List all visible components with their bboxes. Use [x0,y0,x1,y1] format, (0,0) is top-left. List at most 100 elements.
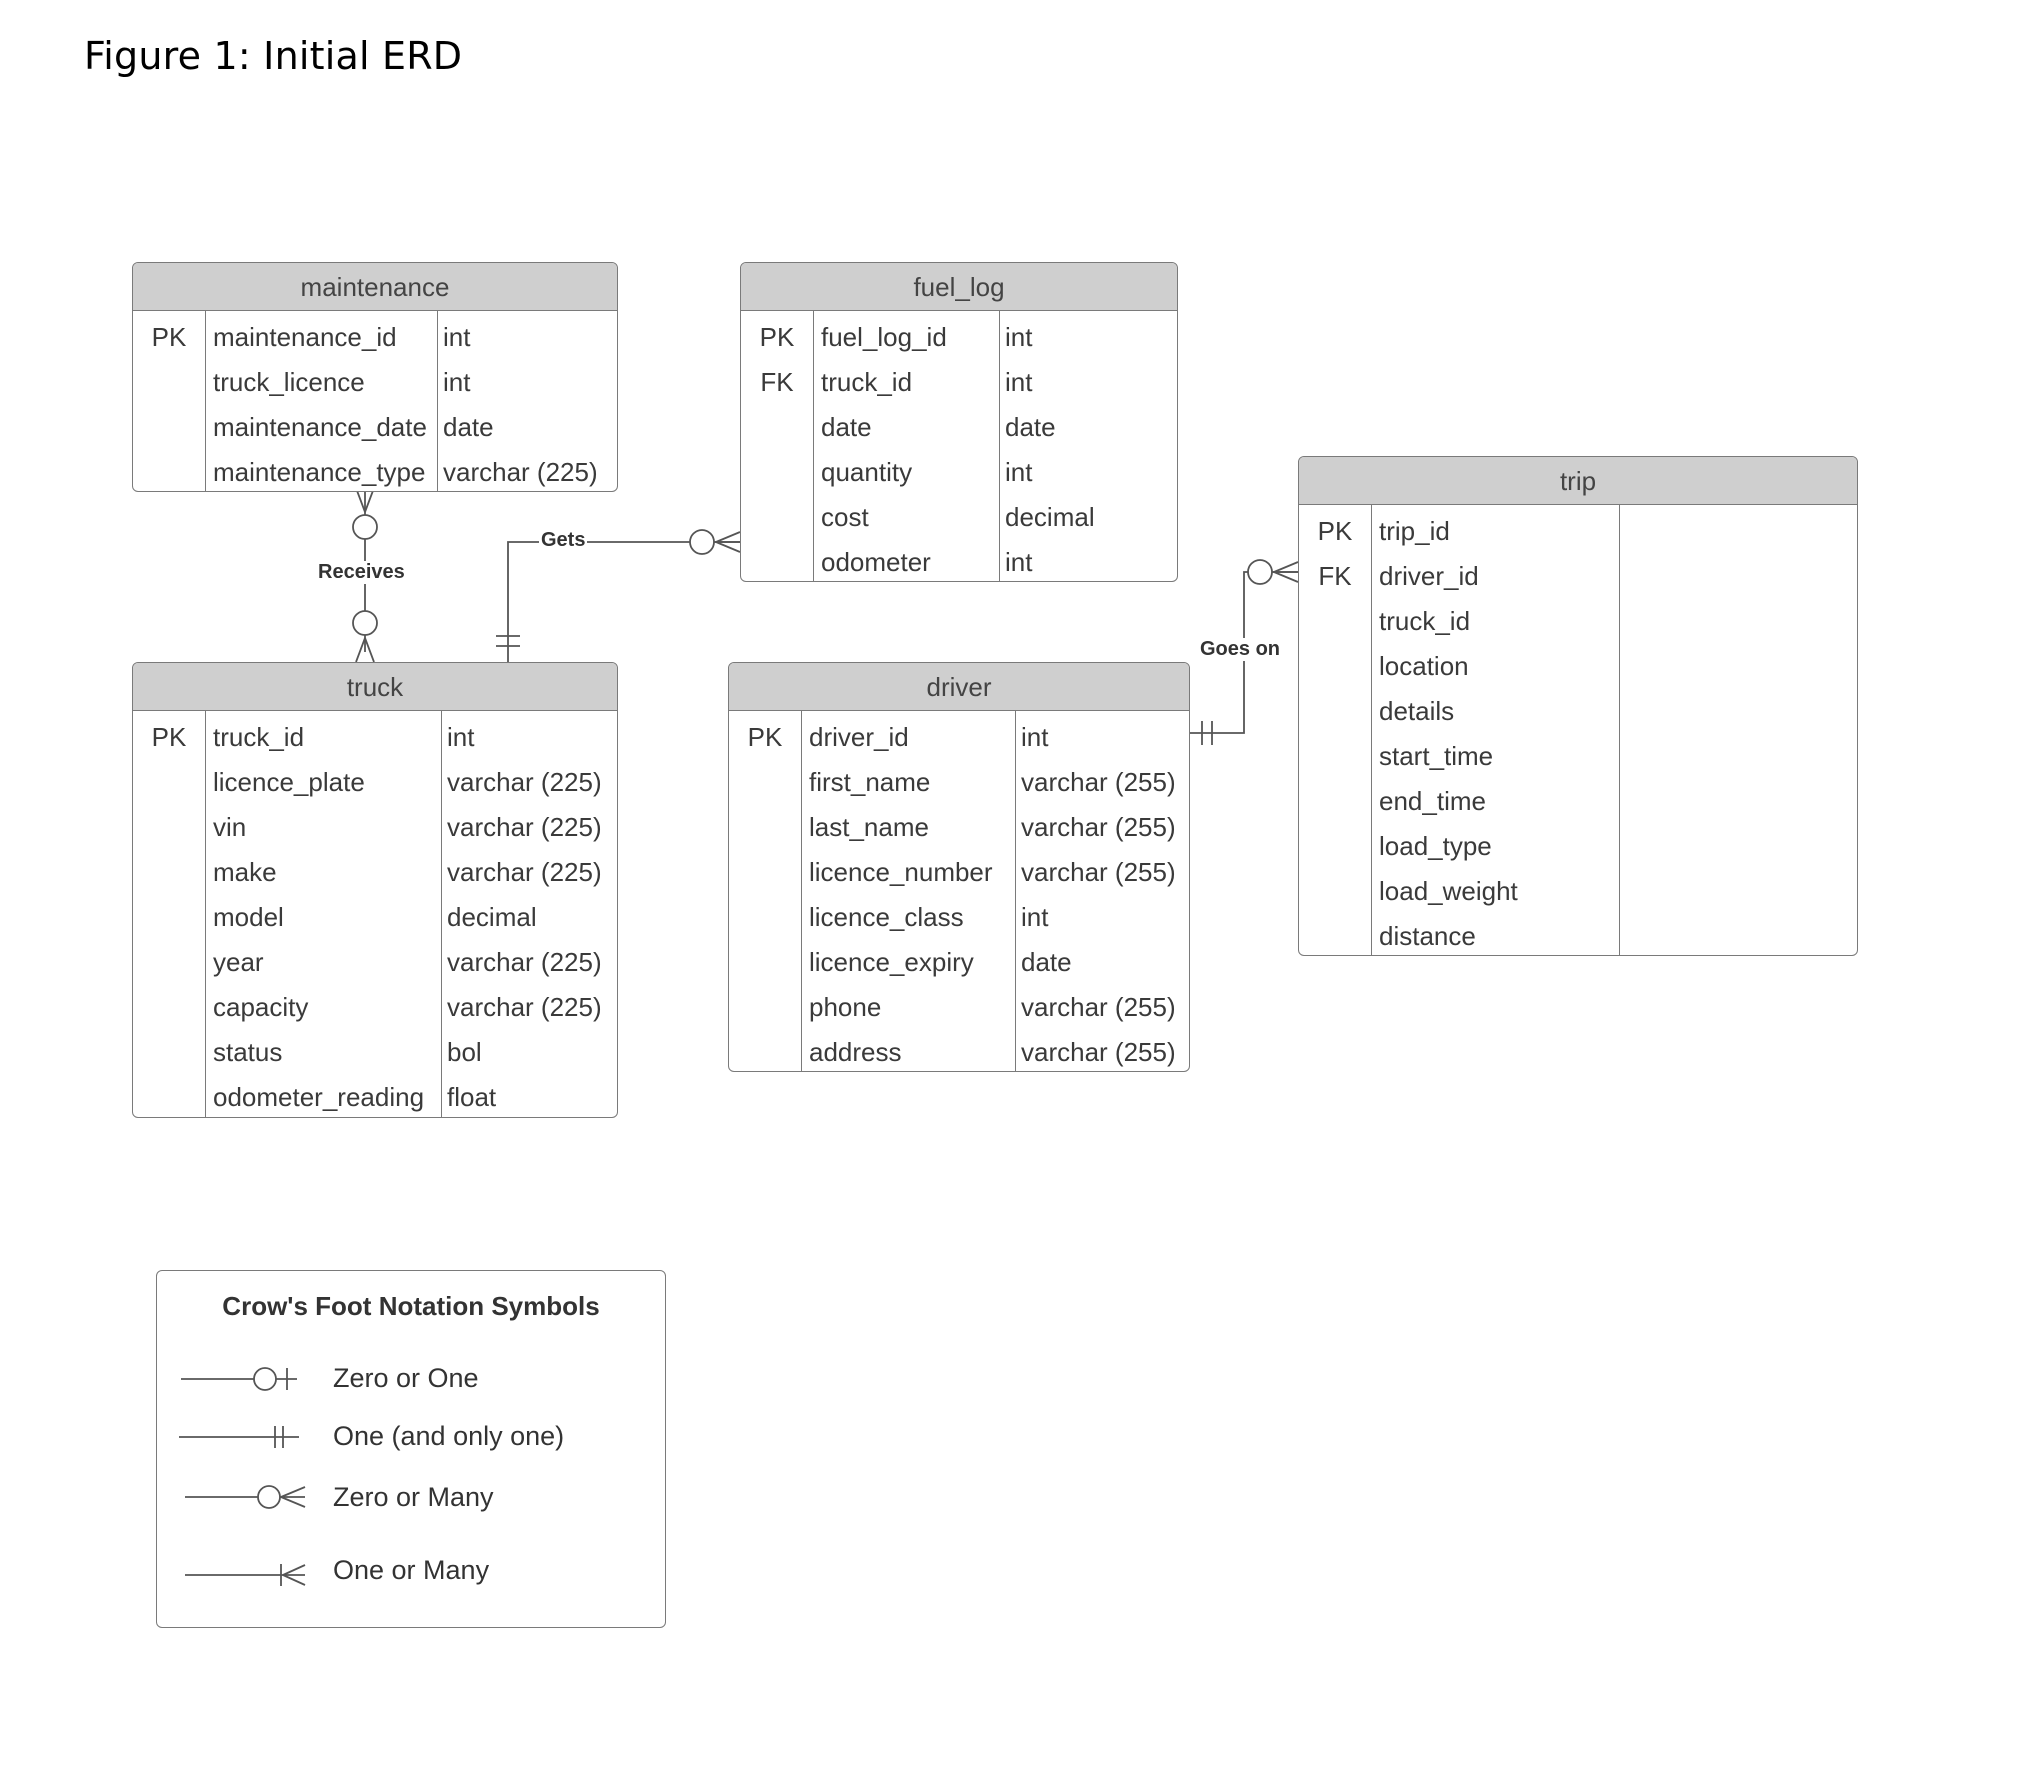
attribute-type: int [1005,457,1033,487]
legend-item-zero-or-many: Zero or Many [333,1482,494,1512]
zero-or-one-icon [181,1367,297,1391]
attribute-row: location [1299,644,1857,689]
attribute-row: phone varchar (255) [729,985,1189,1030]
attribute-type: int [1021,902,1049,932]
attribute-type: varchar (255) [1021,857,1176,887]
key-label [741,495,813,540]
attribute-name: cost [821,502,869,532]
attribute-row: PK fuel_log_id int [741,315,1177,360]
attribute-name: load_weight [1379,876,1518,906]
attribute-row: year varchar (225) [133,940,617,985]
attribute-name: driver_id [1379,561,1479,591]
key-label [133,940,205,985]
entity-fuel-log[interactable]: fuel_log PK fuel_log_id int FK truck_id … [740,262,1178,582]
key-label: PK [151,722,187,752]
attribute-row: PK trip_id [1299,509,1857,554]
attribute-row: end_time [1299,779,1857,824]
attribute-name: maintenance_type [213,457,426,487]
key-label [1299,779,1371,824]
attribute-row: truck_id [1299,599,1857,644]
key-label [729,1030,801,1071]
attribute-type: varchar (225) [447,767,602,797]
key-label [133,760,205,805]
attribute-name: truck_licence [213,367,365,397]
attribute-row: date date [741,405,1177,450]
attribute-name: fuel_log_id [821,322,947,352]
key-label [1299,734,1371,779]
attribute-row: quantity int [741,450,1177,495]
attribute-row: address varchar (255) [729,1030,1189,1071]
attribute-type [1619,779,1857,824]
entity-trip[interactable]: trip PK trip_id FK driver_id truck_id lo… [1298,456,1858,956]
attribute-type [1619,734,1857,779]
entity-truck[interactable]: truck PK truck_id int licence_plate varc… [132,662,618,1118]
attribute-row: maintenance_date date [133,405,617,450]
attribute-row: vin varchar (225) [133,805,617,850]
entity-maintenance[interactable]: maintenance PK maintenance_id int truck_… [132,262,618,492]
key-label [133,895,205,940]
key-label [133,1030,205,1075]
attribute-name: trip_id [1379,516,1450,546]
key-label [1299,599,1371,644]
attribute-row: PK maintenance_id int [133,315,617,360]
entity-title: trip [1299,457,1857,505]
attribute-name: maintenance_date [213,412,427,442]
attribute-name: driver_id [809,722,909,752]
attribute-name: licence_number [809,857,993,887]
attribute-name: start_time [1379,741,1494,771]
attribute-row: distance [1299,914,1857,955]
legend-title: Crow's Foot Notation Symbols [222,1291,600,1321]
key-label [729,760,801,805]
attribute-type: varchar (225) [447,947,602,977]
attribute-type [1619,824,1857,869]
attribute-type: date [1005,412,1056,442]
key-label [1299,824,1371,869]
attribute-type: int [1005,367,1033,397]
attribute-name: licence_class [809,902,964,932]
relationship-label-receives: Receives [316,561,407,584]
zero-or-many-icon [185,1485,306,1509]
one-and-only-one-icon [179,1426,299,1448]
receives-connector [352,487,378,663]
attribute-type: int [443,367,471,397]
attribute-row: PK driver_id int [729,715,1189,760]
key-label [1299,914,1371,955]
attribute-row: cost decimal [741,495,1177,540]
attribute-type: varchar (225) [447,992,602,1022]
attribute-type: varchar (225) [443,457,598,487]
attribute-type: int [1021,722,1049,752]
attribute-type [1619,689,1857,734]
attribute-name: distance [1379,921,1476,951]
key-label [133,405,205,450]
attribute-type: float [447,1082,497,1112]
key-label [133,805,205,850]
attribute-type [1619,869,1857,914]
attribute-type: decimal [1005,502,1095,532]
key-label [1299,869,1371,914]
key-label: PK [747,722,783,752]
legend-item-zero-or-one: Zero or One [333,1363,479,1393]
gets-connector [496,529,741,662]
entity-driver[interactable]: driver PK driver_id int first_name varch… [728,662,1190,1072]
attribute-type: varchar (255) [1021,992,1176,1022]
attribute-row: odometer int [741,540,1177,581]
key-label: FK [760,367,794,397]
attribute-row: PK truck_id int [133,715,617,760]
attribute-type: varchar (255) [1021,1037,1176,1067]
attribute-type: decimal [447,902,537,932]
key-label [1299,644,1371,689]
key-label: FK [1318,561,1352,591]
legend-symbols [179,1367,306,1586]
entity-title: truck [133,663,617,711]
key-label [729,805,801,850]
entity-title: fuel_log [741,263,1177,311]
attribute-row: make varchar (225) [133,850,617,895]
attribute-name: phone [809,992,882,1022]
legend: Crow's Foot Notation Symbols [156,1270,666,1628]
attribute-name: odometer [821,547,931,577]
attribute-name: odometer_reading [213,1082,425,1112]
key-label [741,450,813,495]
attribute-row: maintenance_type varchar (225) [133,450,617,491]
attribute-type: bol [447,1037,482,1067]
attribute-type [1619,554,1857,599]
